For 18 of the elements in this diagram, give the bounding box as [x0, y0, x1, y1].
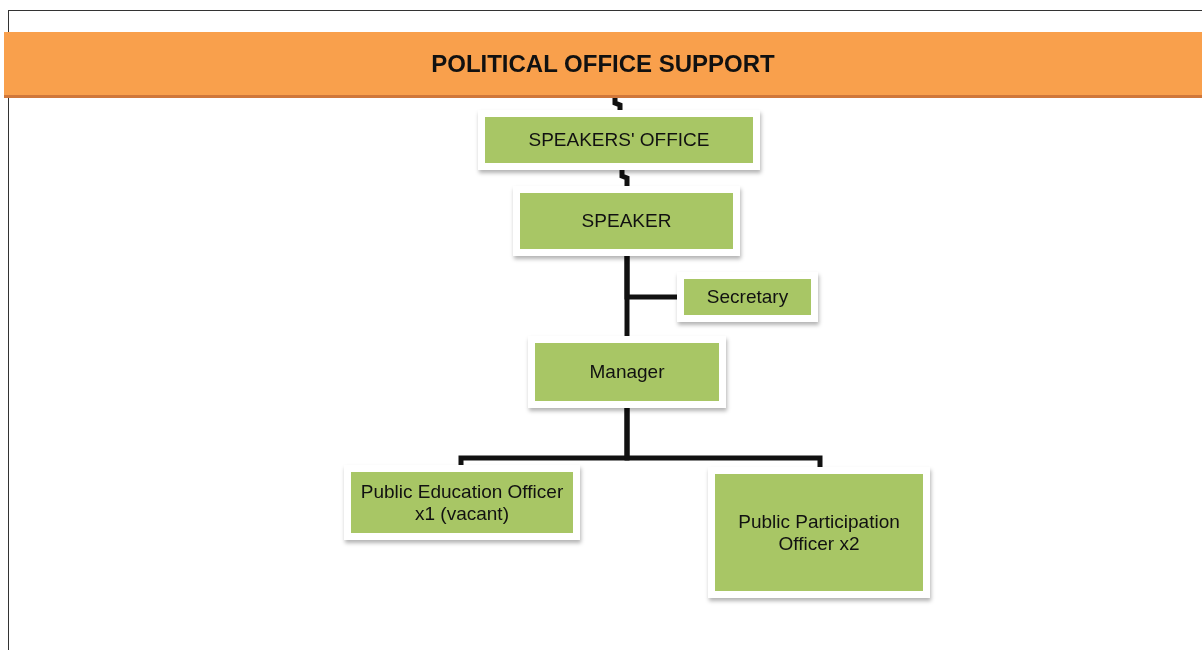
- position-title: Public Education Officer x1 (vacant): [359, 480, 565, 525]
- position-title: SPEAKER: [581, 210, 672, 232]
- position-box: [677, 272, 818, 322]
- position-box: [528, 336, 726, 408]
- position-title: Secretary: [706, 286, 789, 308]
- position-title: Public Participation Officer x2: [737, 510, 901, 555]
- header-title: POLITICAL OFFICE SUPPORT: [431, 49, 775, 78]
- connector-line: [619, 170, 630, 186]
- header-band: [4, 32, 1202, 98]
- position-box: [344, 465, 580, 540]
- position-box: [478, 110, 760, 170]
- connector-line: [624, 408, 823, 467]
- position-box: [513, 186, 740, 256]
- position-box: [708, 467, 930, 598]
- position-title: Manager: [589, 361, 665, 383]
- connector-line: [624, 256, 677, 300]
- connector-line: [612, 98, 623, 110]
- position-title: SPEAKERS' OFFICE: [528, 129, 710, 151]
